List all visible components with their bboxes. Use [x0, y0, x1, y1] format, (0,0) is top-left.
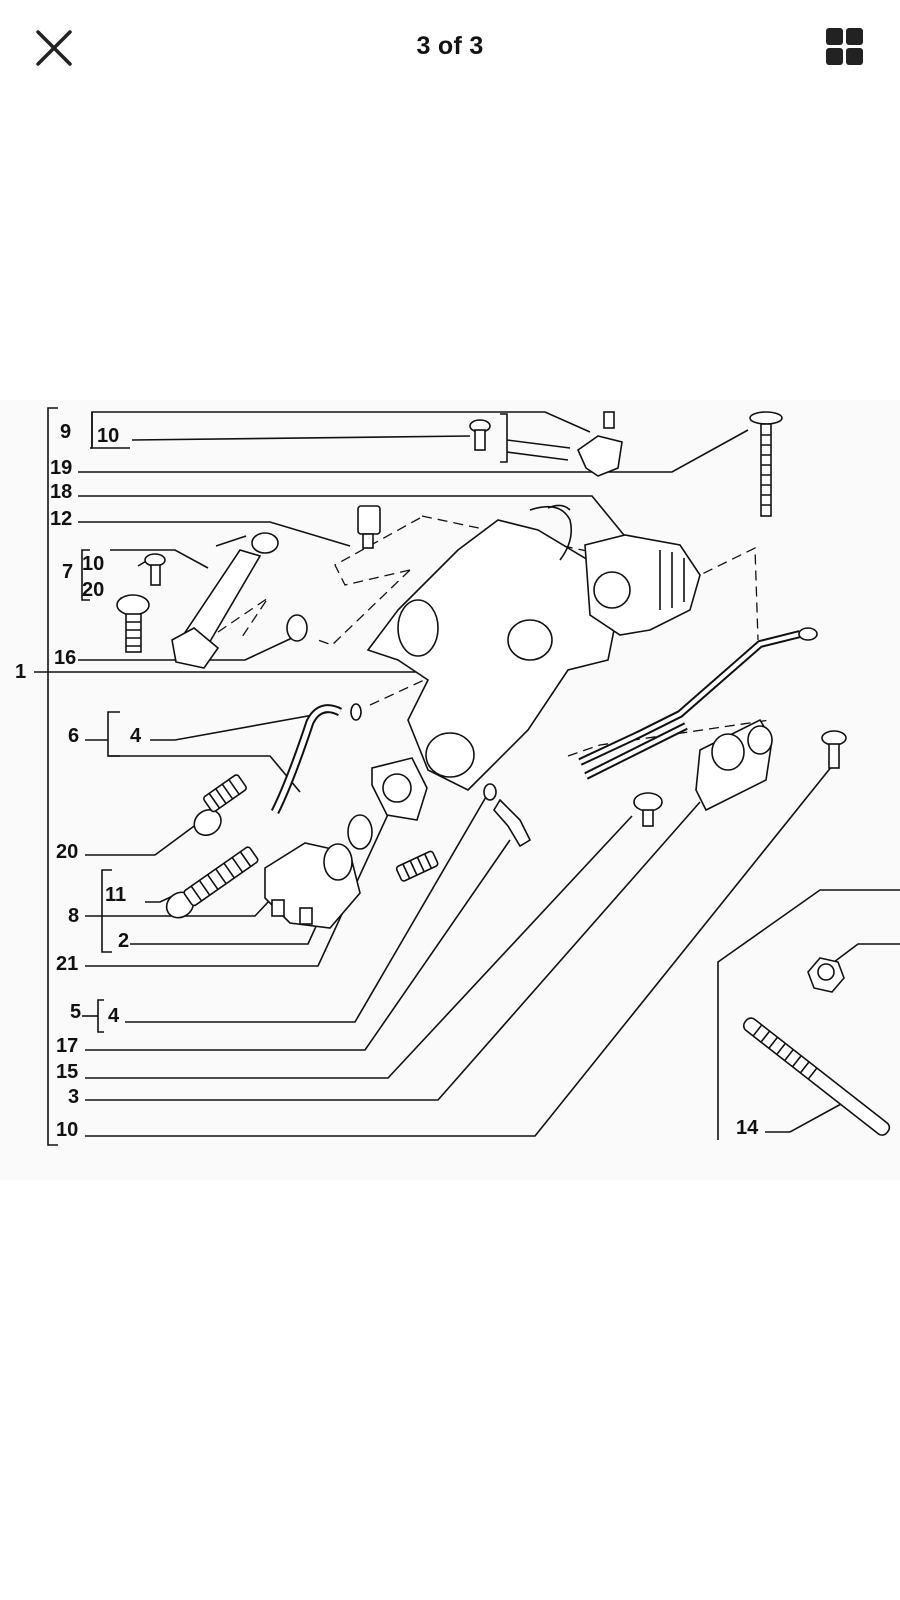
callout-1: 1	[15, 661, 26, 683]
callout-18: 18	[50, 481, 72, 503]
callout-4-top: 4	[130, 725, 142, 747]
assembly-dash-lines	[217, 515, 771, 757]
callout-17: 17	[56, 1035, 78, 1057]
egr-valve-18	[584, 534, 701, 636]
callout-15: 15	[56, 1061, 78, 1083]
egr-cooler-7	[171, 532, 279, 669]
o-ring-16	[286, 614, 308, 642]
image-counter: 3 of 3	[416, 32, 484, 60]
callout-4-lower: 4	[108, 1005, 120, 1027]
screw-15	[633, 792, 663, 827]
callout-6: 6	[68, 725, 79, 747]
bolt-19	[749, 411, 783, 517]
screw-10-mid	[144, 553, 166, 586]
bolt-20-top	[116, 594, 150, 653]
close-icon	[36, 30, 72, 66]
callout-10-mid: 10	[82, 553, 104, 575]
close-button[interactable]	[30, 24, 78, 72]
screw-10-top	[469, 419, 491, 451]
callout-3: 3	[68, 1086, 79, 1108]
callout-10-top: 10	[97, 425, 119, 447]
callout-12: 12	[50, 508, 72, 530]
callout-19: 19	[50, 457, 72, 479]
leader-lines	[34, 407, 900, 1146]
parts-diagram-drawing: 9 10 19 18 12 7 10 20 16 1 6 4 20 11 8 2…	[15, 407, 900, 1146]
viewer-top-bar: 3 of 3	[0, 0, 900, 100]
sensor-9	[577, 411, 623, 477]
nut	[807, 957, 845, 993]
parts	[116, 411, 891, 1136]
pipe-6	[270, 703, 362, 815]
callout-21: 21	[56, 953, 78, 975]
callout-2: 2	[118, 930, 129, 952]
manifold-body-1	[366, 504, 619, 791]
gasket-21	[371, 757, 428, 821]
stud-14	[742, 1017, 891, 1136]
callout-16: 16	[54, 647, 76, 669]
bolt-4-lower	[395, 850, 439, 882]
pipe-15	[578, 627, 818, 780]
callout-20-lower: 20	[56, 841, 78, 863]
callout-14: 14	[736, 1117, 759, 1139]
sensor-12	[357, 505, 381, 549]
callout-7: 7	[62, 561, 73, 583]
gasket-3	[695, 718, 773, 812]
fitting-17	[483, 783, 532, 848]
callout-11: 11	[105, 884, 126, 906]
callout-10-bottom: 10	[56, 1119, 78, 1141]
callout-8: 8	[68, 905, 79, 927]
screw-10-right	[821, 730, 847, 769]
throttle-body-8	[264, 842, 361, 929]
callout-9: 9	[60, 421, 71, 443]
bolt-11	[165, 846, 259, 919]
callout-5: 5	[70, 1001, 81, 1023]
callout-20-top: 20	[82, 579, 104, 601]
bolt-20-lower	[193, 774, 247, 837]
grid-view-button[interactable]	[826, 28, 864, 66]
o-ring-2	[347, 814, 373, 850]
callout-labels: 9 10 19 18 12 7 10 20 16 1 6 4 20 11 8 2…	[15, 421, 759, 1141]
exploded-parts-diagram: 9 10 19 18 12 7 10 20 16 1 6 4 20 11 8 2…	[0, 400, 900, 1180]
